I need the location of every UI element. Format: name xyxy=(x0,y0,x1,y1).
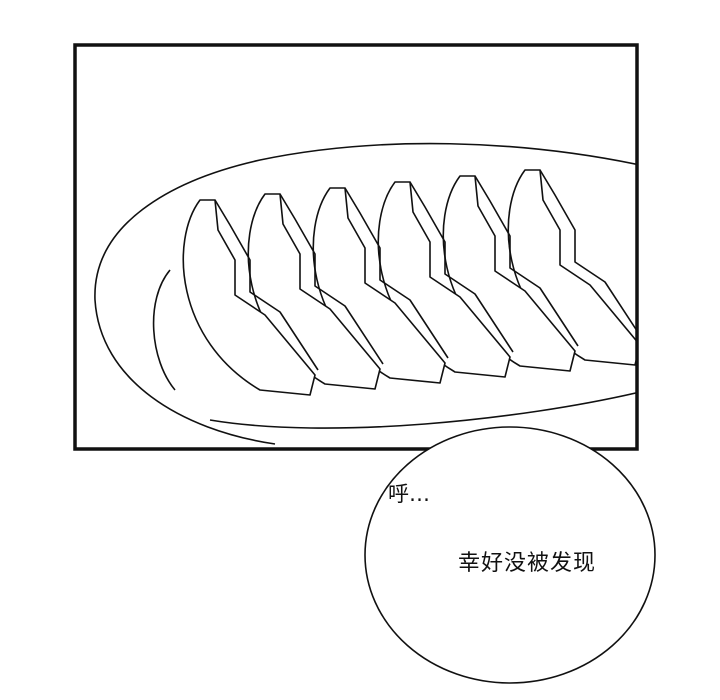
plate-inner xyxy=(152,269,176,391)
speech-bubble xyxy=(364,426,656,684)
apple-slice-skin xyxy=(539,169,636,331)
apple-slice-skin xyxy=(409,181,514,353)
apple-slice-skin xyxy=(279,193,384,365)
apple-slice-skin xyxy=(344,187,449,359)
apple-slices xyxy=(182,169,636,396)
plate-bottom xyxy=(209,392,636,429)
speech-bubble-text: 幸好没被发现 xyxy=(458,551,597,576)
comic-panel-border xyxy=(73,43,639,451)
apple-slice-skin xyxy=(474,175,579,347)
apple-slice-skin xyxy=(214,199,319,371)
apple-slice xyxy=(182,199,316,396)
sigh-text: 呼… xyxy=(388,482,430,506)
plate-illustration xyxy=(94,142,636,445)
plate-rim xyxy=(94,142,636,445)
